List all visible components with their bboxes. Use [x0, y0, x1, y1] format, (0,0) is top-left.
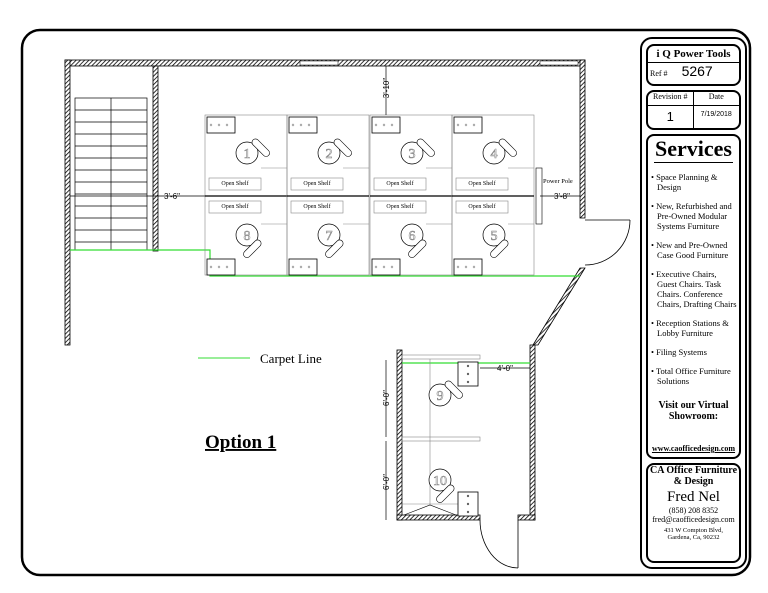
- service-item: • Space Planning & Design: [651, 172, 718, 192]
- contact-name: Fred Nel: [667, 489, 720, 505]
- chair-icon: [317, 138, 352, 165]
- shelf-label: Open Shelf: [221, 180, 248, 187]
- pedestal-file: [288, 116, 318, 134]
- date-label: Date: [693, 92, 739, 106]
- dimension-right: 3'-8": [554, 192, 570, 201]
- pedestal-file: [453, 116, 483, 134]
- walls: [64, 59, 586, 521]
- door[interactable]: [584, 219, 631, 266]
- workstation-number: 4: [491, 147, 498, 162]
- date-value: 7/19/2018: [700, 111, 732, 118]
- pedestal-file: [206, 116, 236, 134]
- chair-icon: [482, 138, 517, 165]
- power-pole-label: Power Pole: [543, 178, 573, 185]
- workstation-number: 9: [437, 389, 444, 404]
- shelf-label: Open Shelf: [221, 203, 248, 210]
- open-shelf: [290, 177, 344, 191]
- pedestal-file: [453, 258, 483, 276]
- open-shelf: [455, 200, 509, 214]
- workstation-number: 2: [326, 147, 333, 162]
- door[interactable]: [479, 519, 519, 569]
- legend-carpet-label: Carpet Line: [260, 351, 322, 366]
- workstation-number: 5: [491, 229, 498, 244]
- open-shelf: [208, 177, 262, 191]
- website-link[interactable]: www.caofficedesign.com: [651, 444, 736, 453]
- shelf-label: Open Shelf: [468, 203, 495, 210]
- pedestal-file: [206, 258, 236, 276]
- service-item: • Filing Systems: [651, 347, 707, 357]
- dimension-room-lower: 6'-0": [382, 474, 391, 490]
- services-title: Services: [654, 136, 733, 163]
- dimensions: 3'-6" 3'-8" 3'-10" 6'-0" 6'-0" 4'-0": [70, 66, 580, 520]
- open-shelf: [455, 177, 509, 191]
- services-box: Services • Space Planning & Design • New,…: [646, 134, 741, 459]
- shelf-label: Open Shelf: [386, 203, 413, 210]
- option-label: Option 1: [205, 432, 276, 453]
- shelf-label: Open Shelf: [386, 180, 413, 187]
- service-item: • New, Refurbished and Pre-Owned Modular…: [651, 201, 732, 231]
- service-item: • New and Pre-Owned Case Good Furniture: [651, 240, 729, 260]
- chair-icon: [400, 138, 435, 165]
- contact-box: CA Office Furniture & Design Fred Nel (8…: [646, 463, 741, 563]
- chair-icon: [428, 380, 463, 407]
- tool-box: i Q Power Tools Ref # 5267: [646, 44, 741, 86]
- dimension-room-aisle: 4'-0": [497, 364, 513, 373]
- email[interactable]: fred@caofficedesign.com: [652, 515, 735, 524]
- chair-icon: [400, 223, 427, 258]
- dimension-room-upper: 6'-0": [382, 390, 391, 406]
- workstation-number: 10: [433, 474, 447, 489]
- workstation-number: 6: [409, 229, 416, 244]
- revision-label: Revision #: [648, 92, 694, 106]
- address-line1: 431 W Compton Blvd,: [664, 527, 723, 534]
- workstation-number: 7: [326, 229, 333, 244]
- shelf-label: Open Shelf: [303, 203, 330, 210]
- chair-icon: [235, 223, 262, 258]
- shelf-label: Open Shelf: [468, 180, 495, 187]
- stairs: [74, 97, 148, 251]
- pedestal-file: [288, 258, 318, 276]
- chair-icon: [482, 223, 509, 258]
- visit-text: Visit our Virtual Showroom:: [658, 400, 729, 422]
- ref-value: 5267: [681, 63, 713, 79]
- chair-icon: [428, 468, 455, 503]
- phone: (858) 208 8352: [668, 506, 719, 515]
- carpet-line: [70, 249, 580, 364]
- revision-box: Revision # Date 1 7/19/2018: [646, 90, 741, 130]
- outer-frame: [20, 28, 752, 577]
- workstation-number: 8: [244, 229, 251, 244]
- chair-icon: [235, 138, 270, 165]
- open-shelf: [373, 177, 427, 191]
- service-item: • Reception Stations & Lobby Furniture: [651, 318, 729, 338]
- service-item: • Total Office Furniture Solutions: [651, 366, 731, 386]
- open-shelf: [290, 200, 344, 214]
- dimension-top: 3'-10": [382, 78, 391, 99]
- ref-label: Ref #: [650, 69, 668, 78]
- window: [299, 60, 339, 66]
- chair-icon: [317, 223, 344, 258]
- open-shelf: [373, 200, 427, 214]
- shelf-label: Open Shelf: [303, 180, 330, 187]
- room-workstations: 9 10: [401, 354, 481, 517]
- workstation-number: 3: [409, 147, 416, 162]
- dimension-left: 3'-6": [164, 192, 180, 201]
- open-shelf: [208, 200, 262, 214]
- tool-name: i Q Power Tools: [648, 46, 739, 63]
- pedestal-file: [371, 258, 401, 276]
- company-name: CA Office Furniture & Design: [649, 465, 738, 487]
- window: [539, 60, 579, 66]
- workstation-number: 1: [244, 147, 251, 162]
- revision-value: 1: [648, 106, 694, 128]
- address-line2: Gardena, Ca, 90232: [667, 534, 720, 541]
- pedestal-file: [371, 116, 401, 134]
- service-item: • Executive Chairs, Guest Chairs. Task C…: [651, 269, 737, 309]
